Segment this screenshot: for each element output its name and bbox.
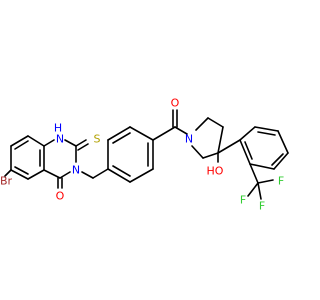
bond-c4-c4a <box>43 169 61 179</box>
bond-aryl-5 <box>129 168 154 183</box>
atom-f-left-label: F <box>240 194 246 207</box>
bond-ar2-3 <box>277 130 289 154</box>
bond-ch2-aryl <box>92 168 109 179</box>
bond-ar2-2 <box>254 126 279 132</box>
bond-n1-c2 <box>64 139 77 147</box>
bond-ar2-inner-2 <box>271 153 284 166</box>
bond-cf3-f-right <box>257 179 274 184</box>
bond-n3-ch2 <box>81 171 94 179</box>
bond-cf3-f-bottom <box>257 182 262 200</box>
bond-c2-s-2 <box>77 143 89 151</box>
bond-aryl-inner-1 <box>112 132 131 144</box>
bond-ar2-inner-3 <box>244 141 253 160</box>
bond-aryl-carbonyl <box>152 126 176 141</box>
bond-ar2-6 <box>239 139 251 165</box>
atom-ketone-o-label: O <box>56 190 65 203</box>
bond-c-br <box>4 169 12 177</box>
bond-benzo-6 <box>27 135 45 147</box>
bond-pip-2 <box>207 117 224 128</box>
atom-f-right-label: F <box>278 175 284 188</box>
bond-aryl-inner-3 <box>112 165 131 177</box>
bond-c8a-n1 <box>43 139 55 147</box>
molecule-structure: H N S N O Br O N HO F F F <box>0 0 300 300</box>
bond-carbonyl-n <box>174 126 188 135</box>
bond-n3-c4 <box>59 171 71 179</box>
bond-benzo-5 <box>10 135 29 147</box>
atom-n3-label: N <box>72 164 80 177</box>
bond-aryl-6 <box>107 168 131 183</box>
bond-benzo-inner-2 <box>14 166 29 175</box>
background <box>0 0 300 300</box>
bond-cf3-f-left <box>247 182 259 197</box>
atom-br-label: Br <box>0 175 13 188</box>
atom-h-label: H <box>54 122 62 135</box>
bond-benzo-inner-3 <box>14 140 29 150</box>
bond-pip-3 <box>217 126 224 154</box>
bond-c4-aryl2 <box>217 139 241 154</box>
bond-ar2-5 <box>249 163 275 170</box>
bond-ar2-1 <box>239 126 256 141</box>
atom-f-bottom-label: F <box>259 200 265 213</box>
bond-benzo-3 <box>10 169 29 180</box>
atom-piperidine-n-label: N <box>185 133 193 146</box>
atom-nh-label: N <box>56 133 64 146</box>
bond-aryl-3 <box>129 126 154 141</box>
bond-aryl-2 <box>107 126 131 141</box>
atom-amide-o-label: O <box>171 97 180 110</box>
bond-pip-1 <box>195 117 209 131</box>
bond-ar2-cf3 <box>249 163 259 184</box>
bond-pip-5 <box>191 145 204 159</box>
bond-pip-4 <box>202 152 219 159</box>
bond-ar2-4 <box>273 152 289 170</box>
bond-benzo-2 <box>27 169 45 180</box>
bond-ar2-inner-1 <box>257 131 276 136</box>
atom-hydroxyl-label: HO <box>207 165 224 178</box>
atom-s-label: S <box>94 133 101 146</box>
bond-c2-s-1 <box>75 139 87 147</box>
